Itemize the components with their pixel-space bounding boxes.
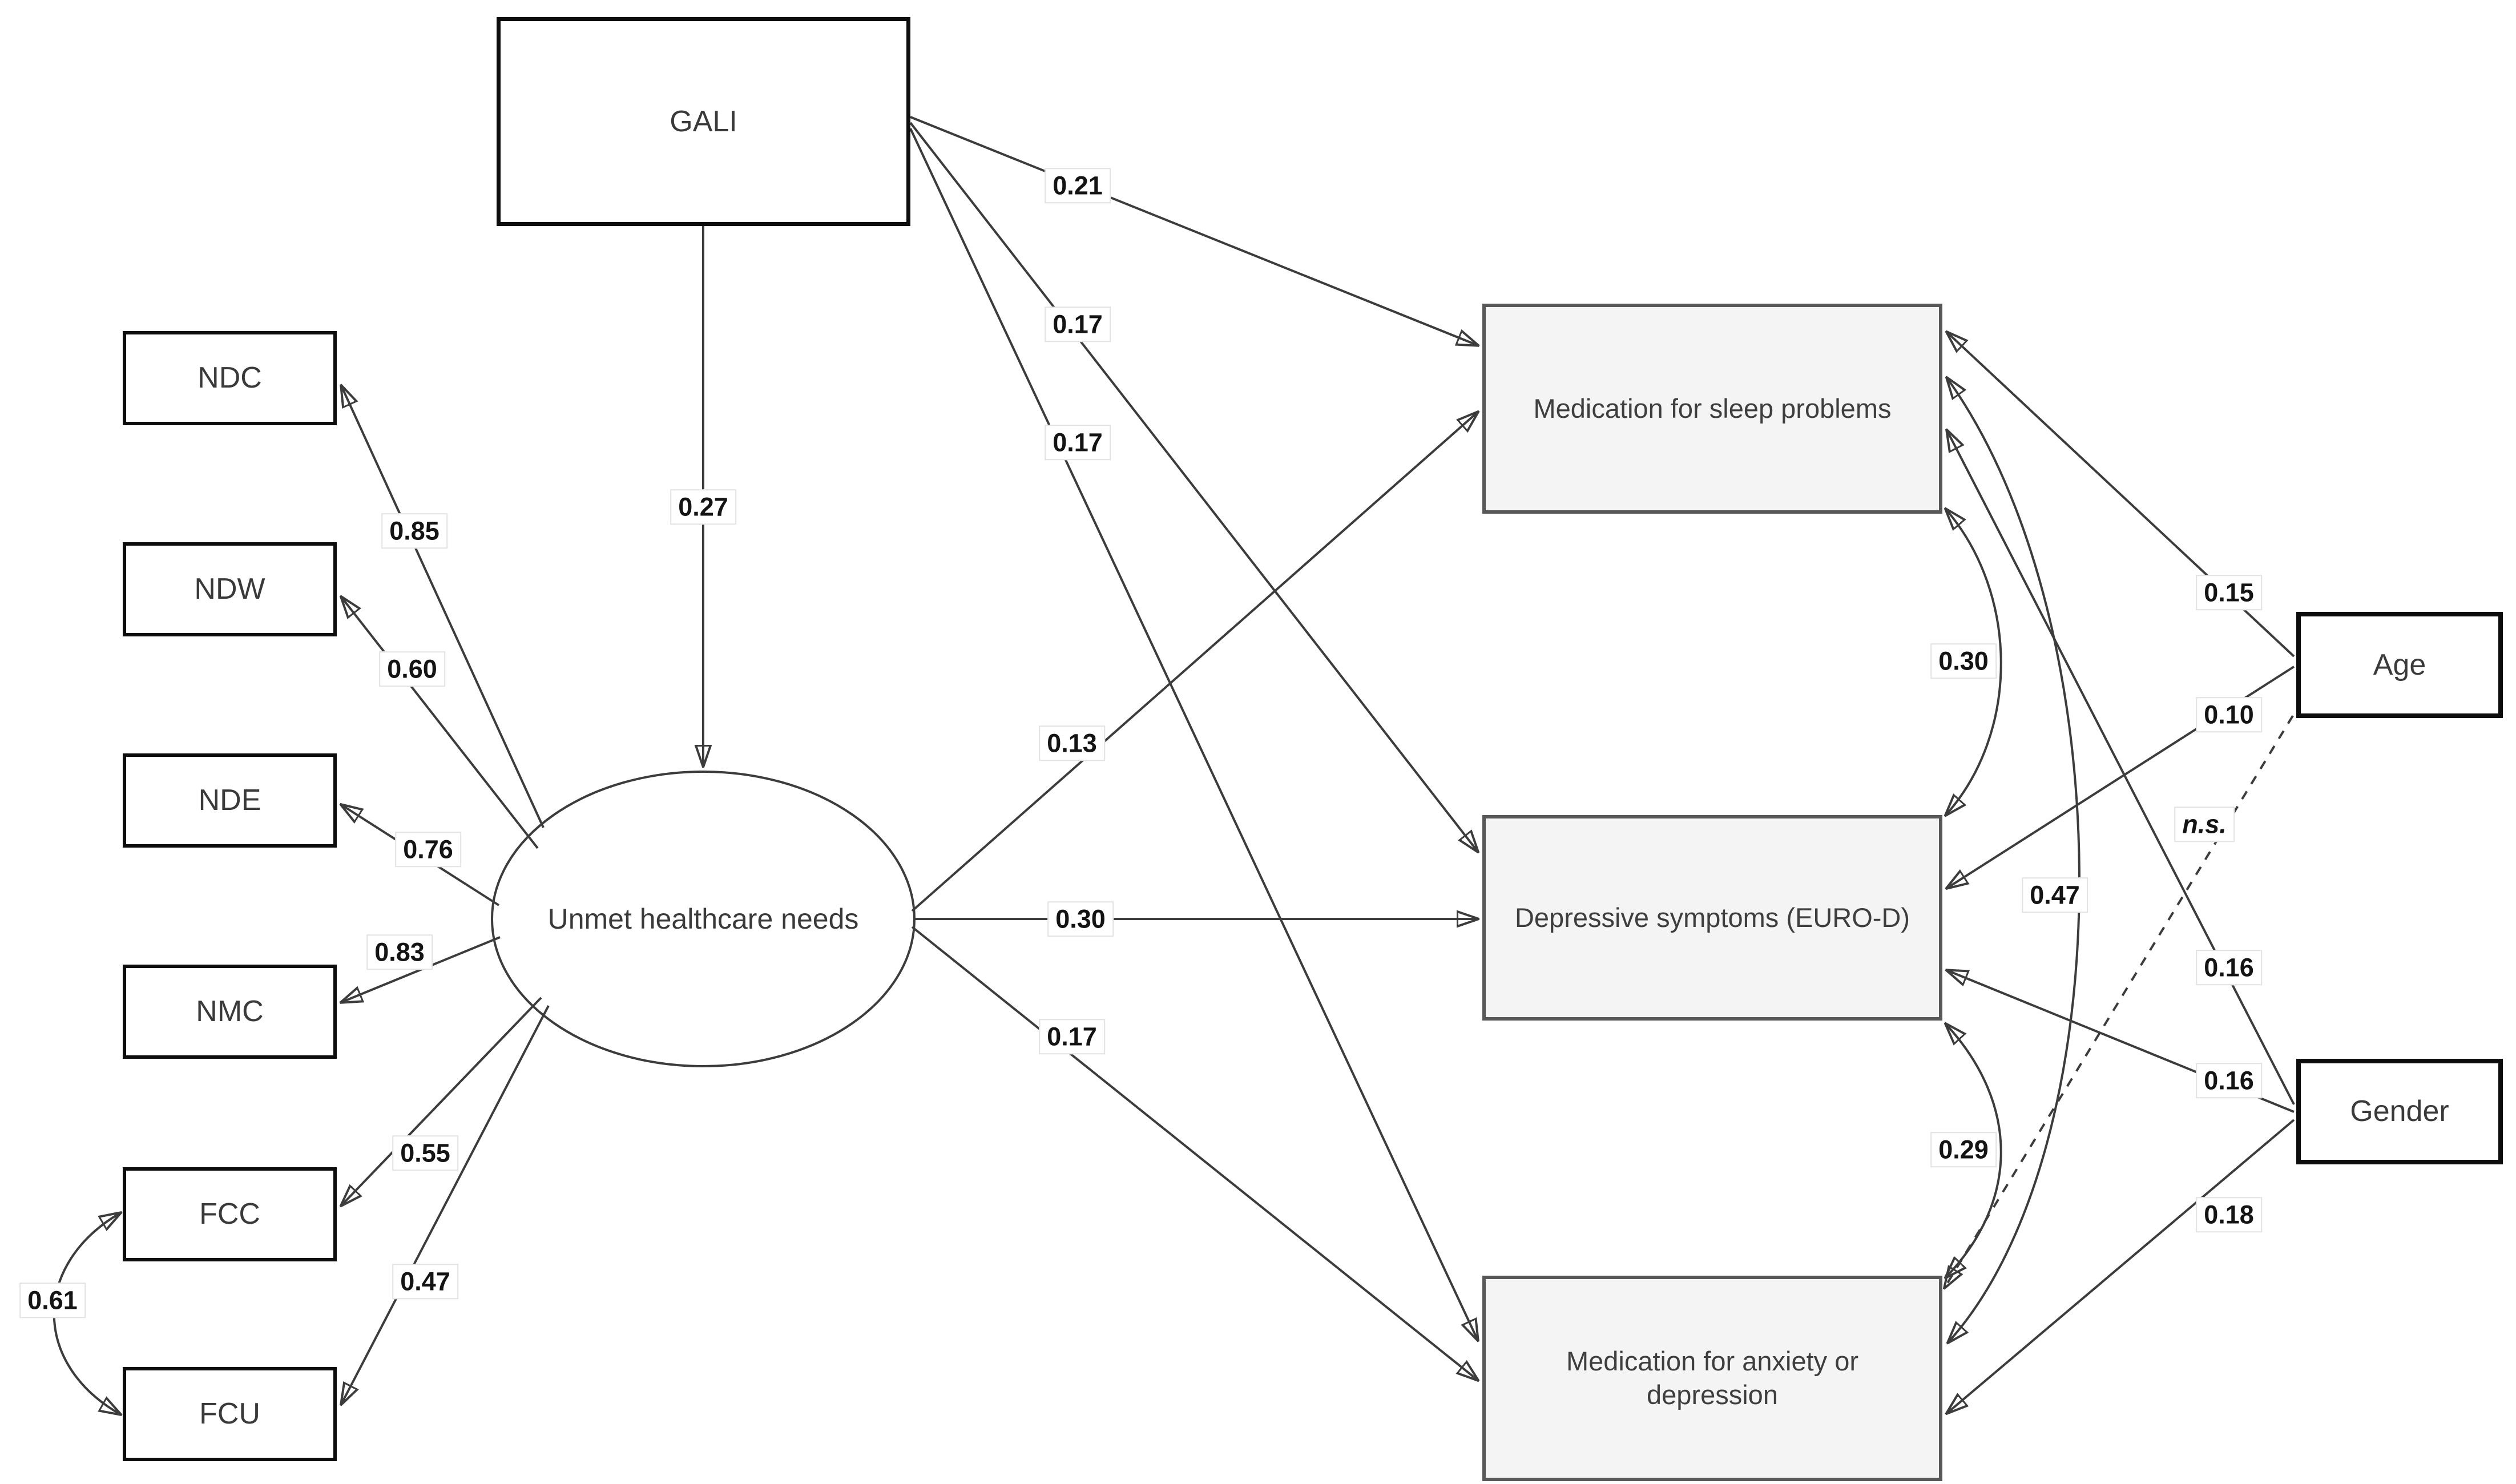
node-nmc: NMC <box>123 965 337 1059</box>
edge-label-age-anxiety-ns: n.s. <box>2174 806 2235 842</box>
edge-curve-sleep-anxiety <box>1947 378 2080 1342</box>
node-latent-label: Unmet healthcare needs <box>547 902 859 935</box>
node-nde: NDE <box>123 753 337 848</box>
edge-line-gender-anxiety <box>1947 1119 2295 1413</box>
edge-line-gali-sleep <box>910 116 1478 345</box>
node-gender: Gender <box>2296 1059 2503 1164</box>
edge-curve-sleep-depression <box>1946 509 2002 815</box>
edge-line-latent-fcu <box>341 1005 550 1404</box>
edge-line-age-anxiety-ns <box>1945 715 2294 1288</box>
edge-label-gali-anxiety: 0.17 <box>1045 425 1111 460</box>
edge-line-latent-anxiety <box>911 926 1478 1380</box>
edge-label-gali-latent: 0.27 <box>670 489 736 525</box>
node-ndw: NDW <box>123 542 337 636</box>
edge-label-gali-depression: 0.17 <box>1045 307 1111 342</box>
node-gali-label: GALI <box>670 104 737 138</box>
edge-label-latent-sleep: 0.13 <box>1039 725 1105 761</box>
node-fcu-label: FCU <box>199 1397 260 1430</box>
edge-label-depression-anxiety: 0.29 <box>1930 1132 1997 1167</box>
edge-label-latent-depression: 0.30 <box>1047 901 1114 937</box>
edge-label-gender-depression: 0.16 <box>2196 1063 2262 1098</box>
node-nmc-label: NMC <box>196 995 264 1028</box>
node-ndc: NDC <box>123 331 337 425</box>
edge-label-latent-fcc: 0.55 <box>392 1135 458 1171</box>
edge-label-latent-ndc: 0.85 <box>381 513 447 549</box>
node-gali: GALI <box>497 17 910 226</box>
node-medication-anxiety: Medication for anxiety or depression <box>1482 1276 1942 1481</box>
edge-label-latent-anxiety: 0.17 <box>1039 1019 1105 1054</box>
edge-label-gali-sleep: 0.21 <box>1045 168 1111 203</box>
node-fcc-label: FCC <box>199 1197 260 1231</box>
node-medication-sleep-label: Medication for sleep problems <box>1533 393 1892 424</box>
node-fcc: FCC <box>123 1167 337 1261</box>
node-age: Age <box>2296 612 2503 718</box>
node-nde-label: NDE <box>198 784 261 817</box>
node-depressive-symptoms: Depressive symptoms (EURO-D) <box>1482 815 1942 1021</box>
node-ndw-label: NDW <box>194 572 265 606</box>
edge-line-latent-ndw <box>341 597 539 849</box>
edge-line-gali-anxiety <box>909 128 1478 1340</box>
edge-label-sleep-anxiety: 0.47 <box>2022 877 2088 913</box>
edge-curve-depression-anxiety <box>1946 1024 2002 1277</box>
edge-label-fcc-fcu: 0.61 <box>19 1283 86 1318</box>
node-medication-anxiety-label: Medication for anxiety or depression <box>1566 1346 1859 1410</box>
edge-line-gali-depression <box>909 122 1478 852</box>
edge-line-latent-fcc <box>341 997 542 1205</box>
edge-label-sleep-depression: 0.30 <box>1930 643 1997 679</box>
edge-label-age-depression: 0.10 <box>2196 697 2262 732</box>
node-age-label: Age <box>2373 648 2426 681</box>
edge-label-age-sleep: 0.15 <box>2196 575 2262 610</box>
node-fcu: FCU <box>123 1367 337 1461</box>
edge-label-gender-sleep: 0.16 <box>2196 950 2262 985</box>
node-gender-label: Gender <box>2350 1095 2449 1128</box>
node-depressive-symptoms-label: Depressive symptoms (EURO-D) <box>1514 902 1910 933</box>
edge-label-latent-nmc: 0.83 <box>366 934 433 970</box>
edge-line-latent-sleep <box>911 412 1478 912</box>
edge-line-latent-ndc <box>341 386 545 828</box>
edge-label-latent-nde: 0.76 <box>395 832 461 867</box>
edge-line-gender-sleep <box>1947 430 2295 1105</box>
edge-label-latent-ndw: 0.60 <box>379 651 445 687</box>
node-ndc-label: NDC <box>197 361 262 394</box>
edge-label-gender-anxiety: 0.18 <box>2196 1197 2262 1232</box>
node-medication-sleep: Medication for sleep problems <box>1482 304 1942 514</box>
edge-label-latent-fcu: 0.47 <box>392 1264 458 1299</box>
edge-line-latent-nmc <box>341 936 501 1002</box>
